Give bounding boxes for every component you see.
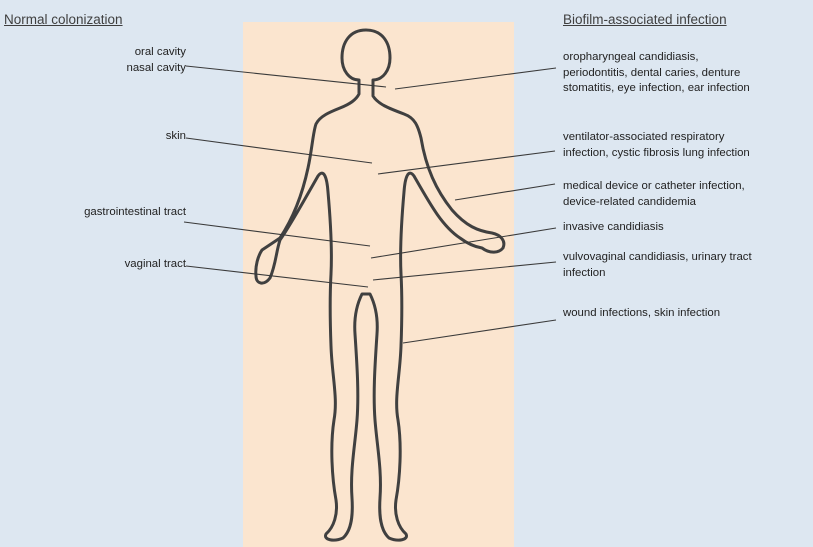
colonization-label-vaginal: vaginal tract [125,257,186,273]
normal-colonization-heading: Normal colonization [4,12,123,27]
infection-label-respiratory: ventilator-associated respiratory infect… [563,130,750,161]
leader-line-oral-infection [395,68,556,89]
biofilm-infection-heading: Biofilm-associated infection [563,12,727,27]
leader-line-skin [186,138,372,163]
infection-label-device: medical device or catheter infection, de… [563,179,745,210]
leader-line-invasive [371,228,556,258]
infection-label-vulvovaginal: vulvovaginal candidiasis, urinary tract … [563,250,752,281]
infection-label-oral: oropharyngeal candidiasis, periodontitis… [563,50,750,97]
infection-label-wound: wound infections, skin infection [563,306,720,322]
colonization-label-oral-nasal: oral cavity nasal cavity [126,45,186,76]
leader-line-wound [403,320,556,343]
leader-line-oral-cavity [186,66,386,87]
human-body-outline [256,30,504,540]
colonization-label-skin: skin [166,129,186,145]
colonization-label-gastrointestinal: gastrointestinal tract [84,205,186,221]
leader-line-device [455,184,555,200]
leader-line-respiratory [378,151,555,174]
leader-line-gastrointestinal [184,222,370,246]
infection-label-invasive: invasive candidiasis [563,220,664,236]
leader-line-vaginal [186,266,368,287]
